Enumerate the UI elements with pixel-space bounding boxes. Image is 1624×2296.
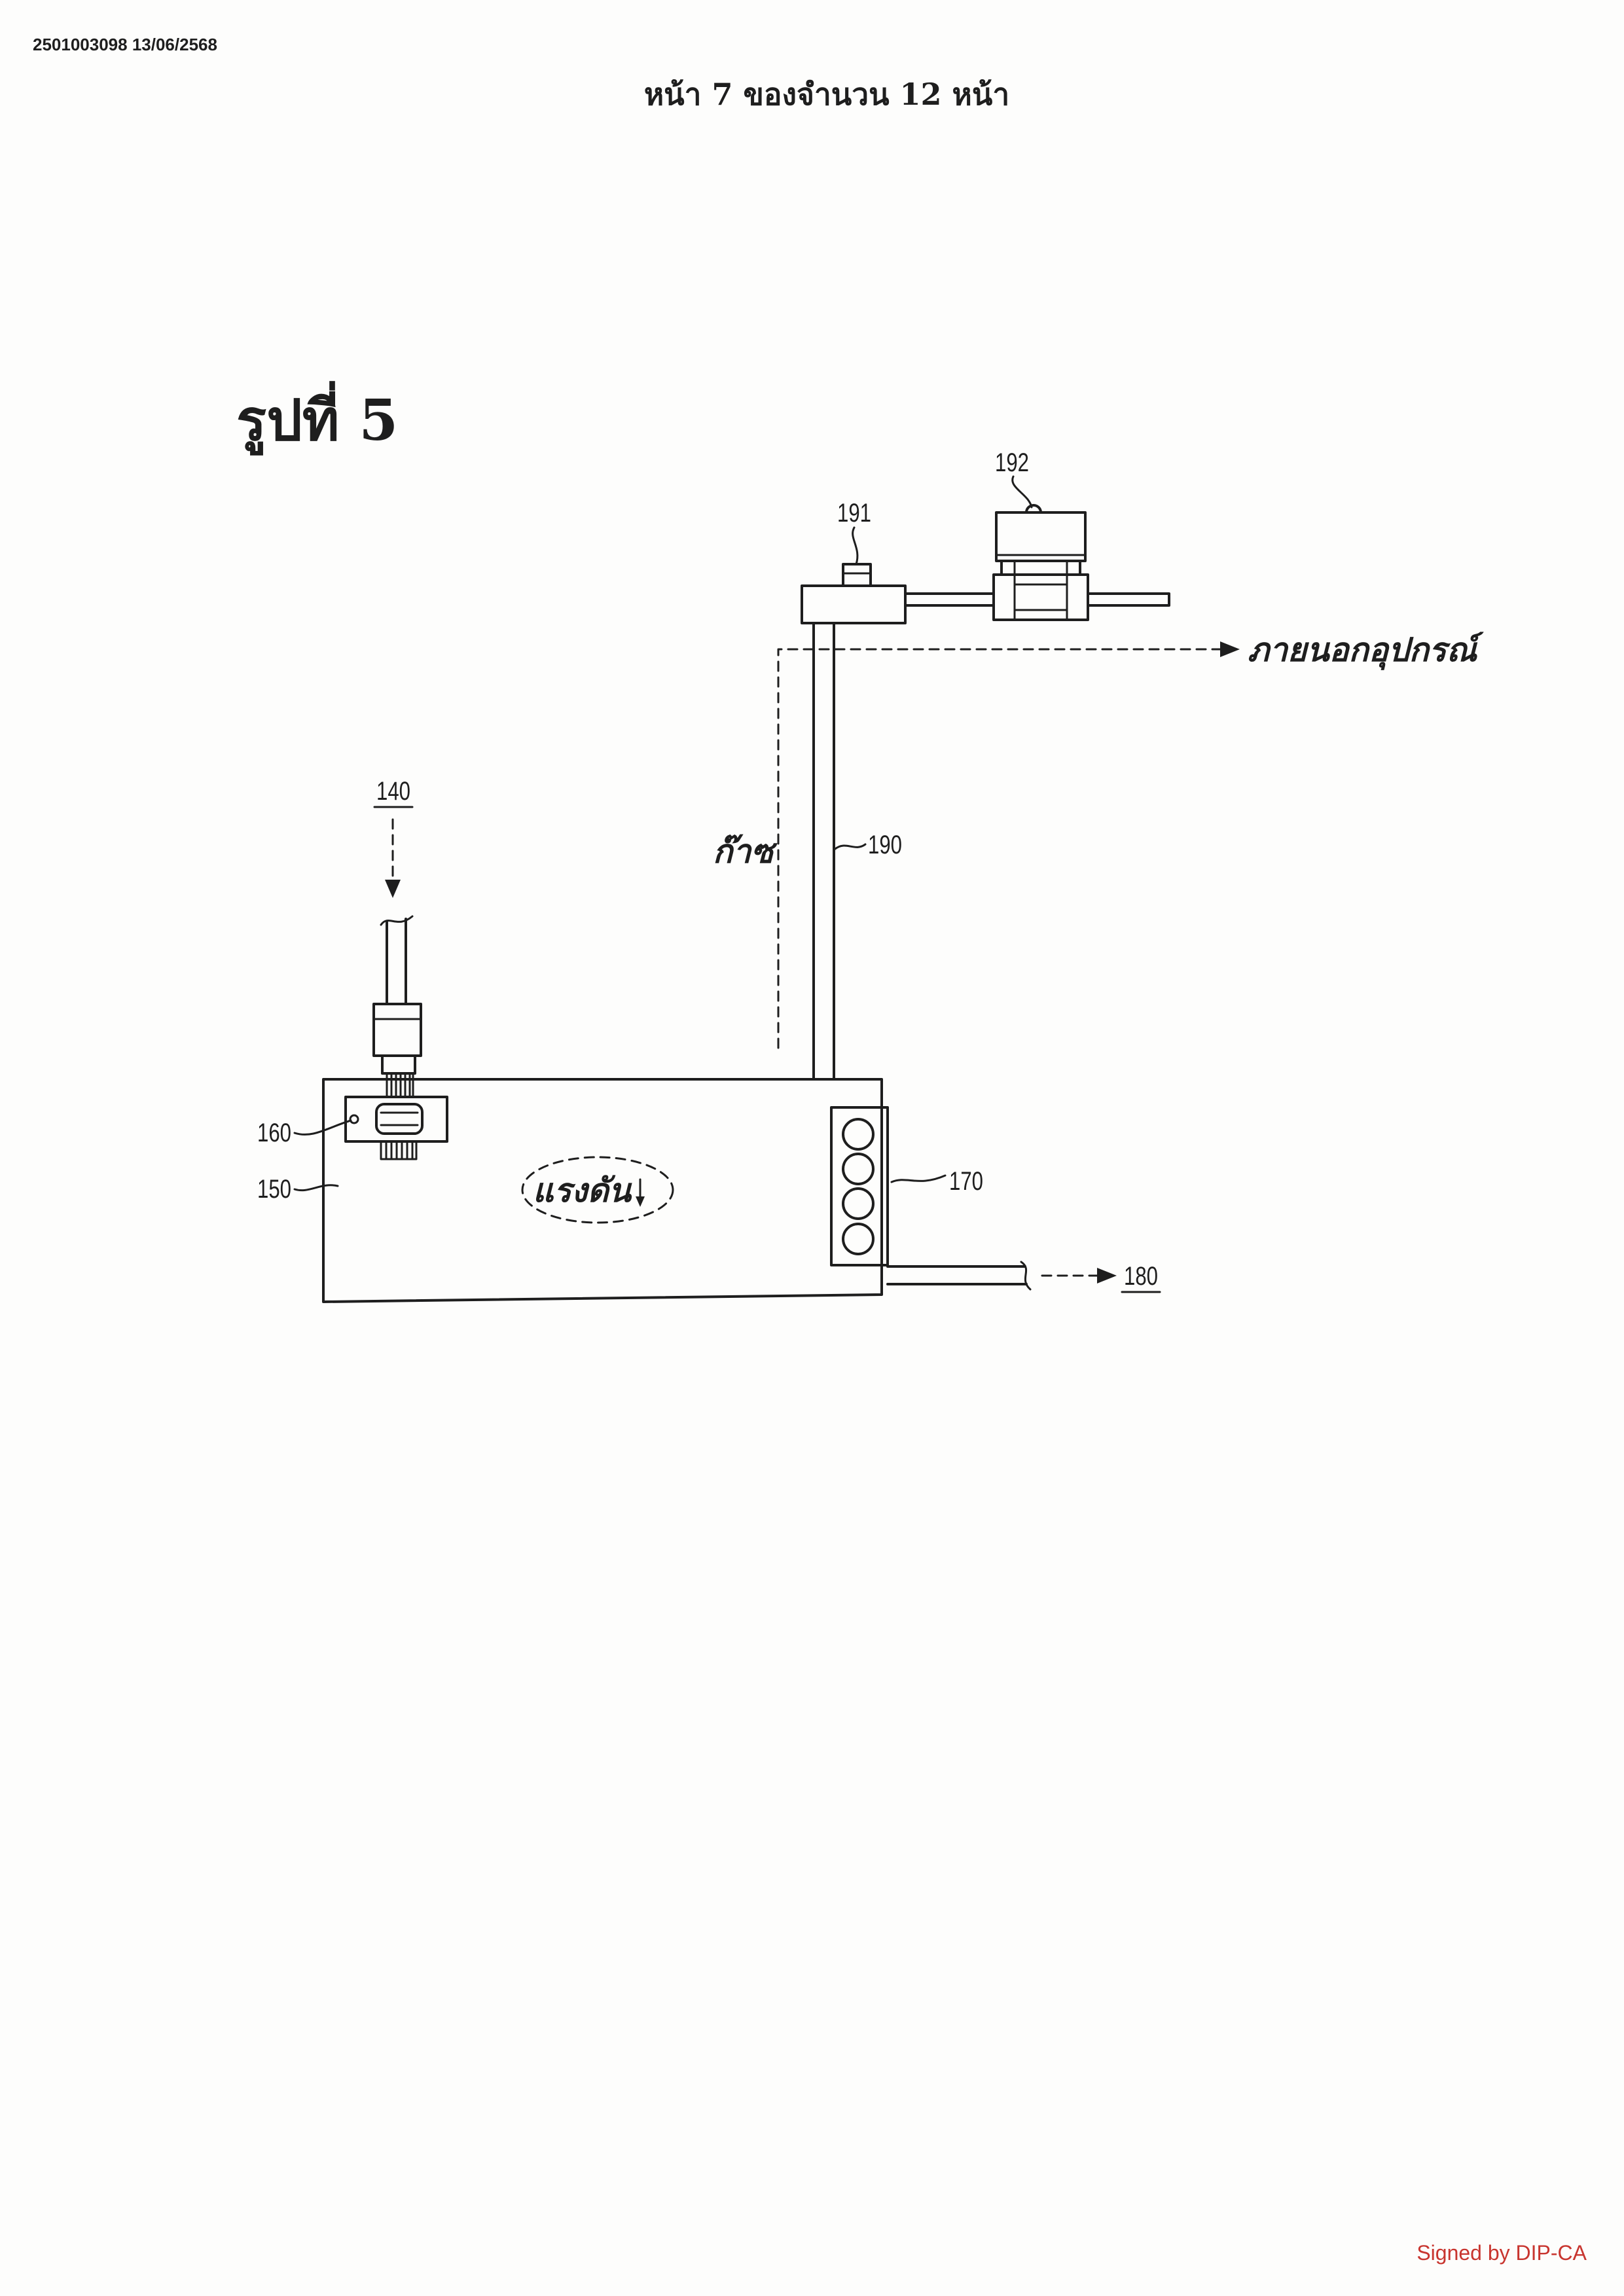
- main-body-outline: [322, 1078, 883, 1303]
- label-150: 150: [257, 1175, 291, 1204]
- gas-flow-arrowhead-icon: [1220, 641, 1240, 657]
- component-170-port-1: [842, 1118, 875, 1151]
- component-160-slot-lines: [380, 1111, 419, 1126]
- component-170-port-2: [842, 1153, 875, 1185]
- leader-170: [890, 1174, 947, 1183]
- top-horizontal-pipe: [904, 592, 1170, 607]
- component-160-hole: [349, 1114, 359, 1124]
- outlet-arrowhead-icon: [1097, 1268, 1117, 1283]
- figure-title: รูปที่ 5: [236, 380, 398, 456]
- pipe-190: 190: [812, 622, 902, 1081]
- pipe-190-walls: [812, 622, 835, 1081]
- component-160: 160: [257, 1096, 448, 1160]
- component-170-port-4: [842, 1223, 875, 1255]
- component-192: 192: [992, 448, 1089, 621]
- outlet-pipe-break-mark: [1020, 1261, 1032, 1291]
- component-160-thread-ticks: [385, 1140, 414, 1160]
- inlet-pipe-break-mark: [380, 915, 414, 926]
- leader-150: [293, 1184, 339, 1192]
- leader-192: [1011, 475, 1033, 509]
- inlet-pipe-walls: [386, 918, 407, 1005]
- label-160: 160: [257, 1119, 291, 1147]
- coupling-neck: [381, 1054, 416, 1075]
- gas-label: ก๊าซ: [713, 832, 778, 870]
- label-190: 190: [868, 831, 902, 859]
- label-170: 170: [949, 1167, 983, 1196]
- outlet-pipe-walls: [886, 1265, 1028, 1285]
- component-160-lower-thread: [380, 1140, 418, 1160]
- component-170-port-3: [842, 1187, 875, 1220]
- inlet-140: 140: [373, 777, 414, 1005]
- component-191: 191: [801, 499, 907, 624]
- page-number-label: หน้า 7 ของจำนวน 12 หน้า: [644, 77, 1009, 112]
- document-id-stamp: 2501003098 13/06/2568: [33, 35, 217, 54]
- label-191: 191: [837, 499, 871, 528]
- component-192-upper-body: [995, 511, 1087, 562]
- pressure-down-arrow-icon: [636, 1196, 645, 1207]
- pipe-segment-192-end: [1087, 592, 1170, 607]
- leader-190: [834, 843, 867, 850]
- component-192-knob: [1025, 504, 1042, 514]
- component-191-body: [801, 584, 907, 624]
- label-140: 140: [376, 777, 410, 806]
- main-body-150: 150 แรงดัน: [257, 1078, 883, 1303]
- pipe-segment-191-192: [904, 592, 995, 607]
- component-160-slot: [375, 1103, 424, 1135]
- coupling: [372, 1003, 422, 1098]
- label-192: 192: [995, 448, 1029, 477]
- component-192-band: [1000, 560, 1081, 576]
- outside-device-label: ภายนอกอุปกรณ์: [1248, 630, 1484, 670]
- component-170: 170: [830, 1106, 983, 1266]
- outlet-180: 180: [886, 1261, 1161, 1293]
- coupling-nut: [372, 1003, 422, 1057]
- pressure-zone-ellipse: [521, 1156, 674, 1224]
- component-192-inner-lines: [1013, 560, 1068, 621]
- gas-flow-dashed-line: [777, 648, 1221, 1049]
- inlet-arrowhead-icon: [385, 880, 401, 898]
- component-170-panel: [830, 1106, 889, 1266]
- leader-191: [852, 526, 859, 565]
- component-191-nub: [842, 563, 872, 587]
- label-180: 180: [1124, 1262, 1158, 1291]
- gas-flow-path: ภายนอกอุปกรณ์ ก๊าซ: [713, 630, 1484, 1049]
- component-192-lower-body: [992, 573, 1089, 621]
- coupling-thread-ticks: [390, 1072, 411, 1098]
- pressure-label: แรงดัน: [533, 1171, 632, 1210]
- digital-signature-note: Signed by DIP-CA: [1416, 2241, 1587, 2265]
